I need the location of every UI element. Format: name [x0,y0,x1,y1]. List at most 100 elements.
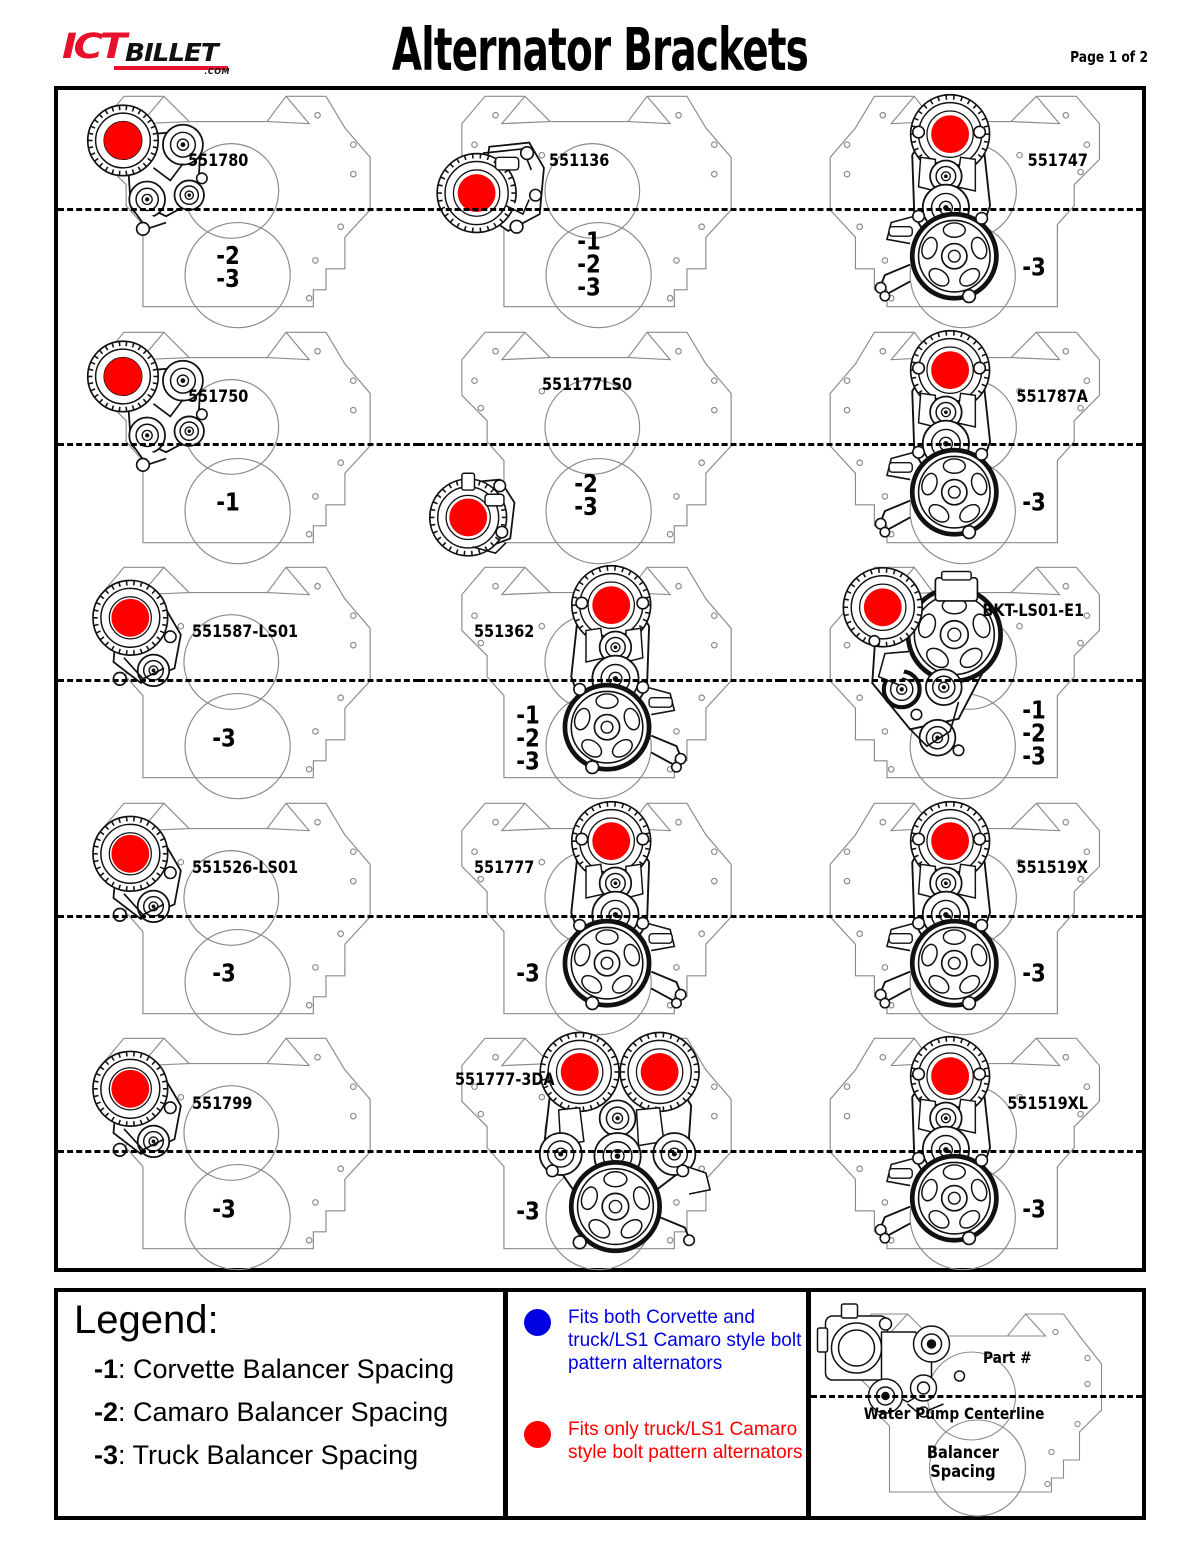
bracket-cell: 551519X -3 [780,797,1142,1036]
engine-bracket-art [419,326,780,564]
balancer-spacing-code: -3 [1021,958,1046,988]
bracket-grid: 551780 -2-3 [58,90,1142,1271]
alternator-bolt-pattern-dot [104,121,142,160]
part-number-label: 551519XL [1007,1093,1088,1114]
alternator-bolt-pattern-dot [641,1053,679,1092]
balancer-spacing-code: -3 [212,958,237,988]
bracket-cell: 551362 -1-2-3 [419,561,781,800]
legend-spacing-row: -2: Camaro Balancer Spacing [94,1399,503,1426]
bracket-cell: 551750 -1 [58,326,420,564]
bracket-cell-inner: 551780 -2-3 [58,90,420,329]
alternator-bolt-pattern-dot [104,357,142,396]
alternator-bolt-pattern-dot [930,1057,969,1096]
balancer-spacing-code: -3 [1021,487,1046,517]
engine-bracket-svg [829,800,1100,1036]
logo-accent-bar [114,66,228,70]
legend-spacing-row: -3: Truck Balancer Spacing [94,1442,503,1469]
page-header: ICT BILLET .COM Alternator Brackets Page… [0,0,1200,88]
logo-brand-primary: ICT [62,27,127,67]
engine-bracket-art [781,90,1142,329]
part-number-label: 551799 [191,1093,253,1114]
bracket-cell: 551787A -3 [780,326,1142,564]
bracket-cell: 551136 -1-2-3 [419,90,781,329]
engine-bracket-art [58,90,419,329]
balancer-spacing-code: -3 [212,723,237,753]
bracket-cell: 551519XL -3 [780,1032,1142,1271]
engine-bracket-art [781,561,1142,800]
part-number-label: 551787A [1016,386,1088,407]
water-pump-centerline [780,914,1142,918]
legend-spacing-row: -1: Corvette Balancer Spacing [94,1356,503,1383]
engine-bracket-art [58,561,419,800]
engine-bracket-svg [92,566,371,800]
engine-bracket-svg [829,93,1100,329]
logo-brand-tld: .COM [204,67,230,76]
part-number-label: 551750 [188,386,249,407]
legend-dot-text: Fits both Corvette and truck/LS1 Camaro … [568,1307,802,1375]
example-centerline [811,1395,1142,1398]
water-pump-centerline [419,1150,781,1154]
engine-bracket-svg [86,95,371,329]
legend-spacing-text: : Camaro Balancer Spacing [118,1397,449,1427]
water-pump-centerline [419,207,781,211]
water-pump-centerline [780,678,1142,682]
engine-bracket-svg [461,565,733,800]
alternator-bolt-pattern-dot [111,599,150,637]
water-pump-centerline [58,443,420,447]
bracket-cell-inner: 551177LS0 -2-3 [419,326,781,564]
engine-bracket-svg [92,1038,371,1271]
example-engine-art [811,1292,1142,1517]
bracket-cell-inner: BKT-LS01-E1 -1-2-3 [780,561,1142,800]
bracket-cell: 551777 -3 [419,797,781,1036]
legend-dot-row: Fits both Corvette and truck/LS1 Camaro … [522,1306,806,1376]
balancer-spacing-code: -3 [1021,1194,1046,1224]
balancer-spacing-code: -2 [1021,718,1046,748]
engine-bracket-svg [829,329,1100,564]
balancer-spacing-code: -2 [577,249,601,279]
bracket-cell-inner: 551799 -3 [58,1032,420,1271]
part-number-label: 551777-3DA [455,1070,556,1091]
balancer-spacing-code: -2 [573,469,598,499]
alternator-bolt-pattern-dot [592,822,631,860]
legend-spacing-code: -3 [94,1440,119,1470]
legend-spacing-text: : Truck Balancer Spacing [118,1440,419,1470]
balancer-spacing-codes: -3 [1021,252,1046,282]
engine-bracket-art [58,326,419,564]
engine-bracket-svg [461,800,733,1036]
legend-dot-icon [524,1309,551,1336]
balancer-spacing-code: -3 [1021,252,1046,282]
logo-brand-secondary: BILLET [124,38,219,67]
engine-bracket-svg [429,331,733,564]
legend-dot-text: Fits only truck/LS1 Camaro style bolt pa… [568,1418,803,1463]
legend-spacing-code: -2 [94,1397,119,1427]
balancer-spacing-codes: -1 [216,490,240,515]
bracket-cell-inner: 551362 -1-2-3 [419,561,781,800]
balancer-spacing-code: -1 [1021,695,1046,725]
balancer-spacing-code: -3 [515,746,540,776]
balancer-spacing-code: -3 [515,958,540,988]
bracket-cell: 551780 -2-3 [58,90,420,329]
alternator-bolt-pattern-dot [863,588,902,627]
balancer-spacing-code: -3 [212,1194,237,1224]
legend-spacing-codes: Legend: -1: Corvette Balancer Spacing-2:… [58,1292,508,1516]
water-pump-centerline [58,207,420,211]
engine-bracket-svg [461,1032,733,1271]
bracket-cell: 551747 -3 [780,90,1142,329]
engine-bracket-art [781,797,1142,1036]
bracket-cell-inner: 551526-LS01 -3 [58,797,420,1036]
legend-spacing-text: : Corvette Balancer Spacing [118,1354,455,1384]
balancer-spacing-code: -3 [515,1196,540,1226]
balancer-spacing-codes: -3 [212,958,237,988]
bracket-cell: 551526-LS01 -3 [58,797,420,1036]
example-balancer-label: Balancer Spacing [927,1443,999,1482]
alternator-bolt-pattern-dot [930,822,969,860]
legend-dot-key: Fits both Corvette and truck/LS1 Camaro … [508,1292,811,1516]
part-number-label: 551362 [473,622,534,643]
water-pump-centerline [780,1150,1142,1154]
engine-bracket-svg [829,566,1100,800]
alternator-bolt-pattern-dot [930,115,969,154]
part-number-label: 551777 [473,858,534,879]
legend-dot-icon [524,1420,551,1448]
balancer-spacing-code: -1 [515,700,540,730]
example-engine-svg [816,1303,1103,1517]
